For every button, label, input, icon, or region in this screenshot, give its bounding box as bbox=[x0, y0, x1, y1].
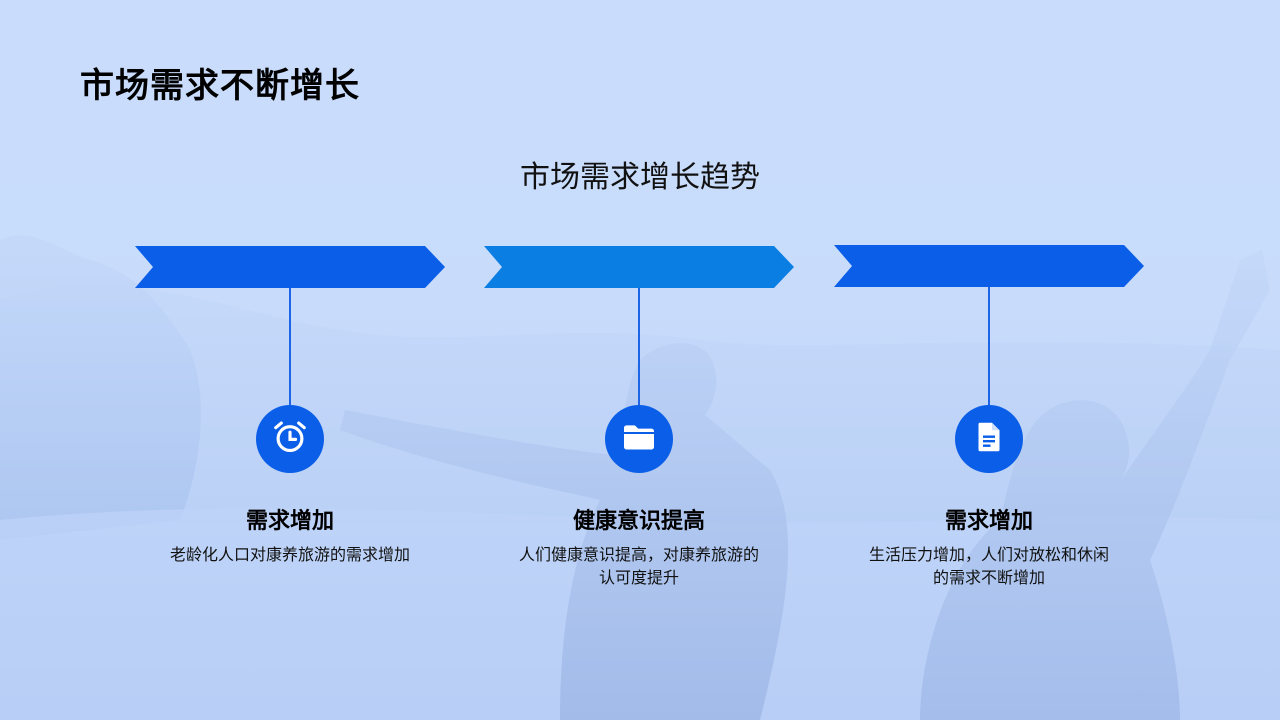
step-2-connector bbox=[638, 288, 640, 406]
folder-icon bbox=[619, 417, 659, 461]
page-title: 市场需求不断增长 bbox=[80, 66, 360, 106]
step-3-description: 生活压力增加，人们对放松和休闲的需求不断增加 bbox=[869, 545, 1110, 587]
step-3-arrow bbox=[834, 245, 1144, 287]
step-2-arrow bbox=[484, 246, 794, 288]
step-2-title: 健康意识提高 bbox=[572, 509, 705, 534]
step-1-icon-badge bbox=[256, 405, 324, 473]
step-1-arrow bbox=[135, 246, 445, 288]
step-3-title: 需求增加 bbox=[944, 509, 1033, 534]
step-1-connector bbox=[289, 288, 291, 406]
chart-title: 市场需求增长趋势 bbox=[520, 160, 760, 195]
step-1-description: 老龄化人口对康养旅游的需求增加 bbox=[170, 545, 411, 564]
document-icon bbox=[971, 419, 1007, 459]
step-2-icon-badge bbox=[605, 405, 673, 473]
step-2-description: 人们健康意识提高，对康养旅游的认可度提升 bbox=[519, 545, 760, 587]
step-3-icon-badge bbox=[955, 405, 1023, 473]
alarm-clock-icon bbox=[271, 418, 309, 460]
step-1-title: 需求增加 bbox=[245, 509, 334, 534]
step-3-connector bbox=[988, 287, 990, 406]
